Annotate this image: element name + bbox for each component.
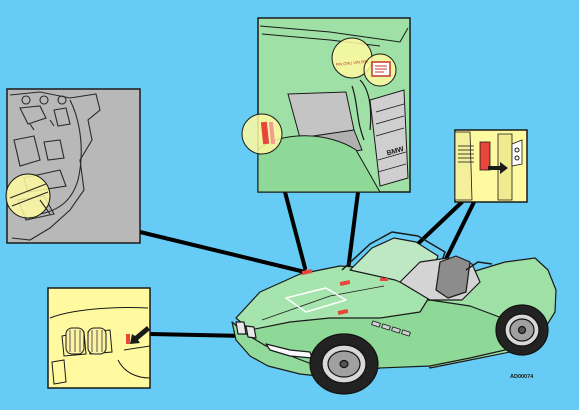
highlight-circle-fender: [241, 113, 283, 155]
engine-brand-badge: BMW: [386, 146, 405, 158]
figure-code: AD00074: [510, 374, 534, 380]
marker-fender: [337, 309, 349, 315]
side-vent: [371, 320, 411, 337]
inset-door-pillar: [454, 129, 528, 203]
engine-intake: [369, 89, 409, 187]
seat: [435, 255, 471, 299]
rear-wheel: [495, 304, 549, 356]
marker-hood-front: [301, 269, 313, 275]
pillar-arrow-icon: [488, 162, 508, 174]
front-wheel: [309, 333, 379, 395]
highlight-circle-engine: [5, 173, 51, 219]
vin-label-text: FIN.GNU.VIN.000: [336, 59, 369, 67]
car-label-markers: [301, 269, 388, 315]
marker-hood-rear: [339, 280, 351, 286]
inset-engine-block: [5, 88, 141, 244]
roadster-car: [231, 231, 557, 395]
callout-line-bay-1: [283, 190, 307, 270]
callout-line-engine-left: [138, 230, 307, 274]
grille-arrow-icon: [130, 326, 150, 344]
callout-line-grille: [148, 332, 248, 338]
inset-front-grille: [47, 287, 151, 389]
hood-crease: [261, 285, 385, 321]
inset-engine-bay: BMW FIN.GNU.VIN.000: [241, 17, 411, 193]
fender-label-marker: [260, 121, 270, 145]
kidney-grille: [235, 321, 257, 339]
marker-windshield: [380, 278, 388, 281]
pillar-label-marker: [479, 141, 491, 171]
grille-label-marker: [126, 334, 130, 344]
hood-label-outline: [285, 287, 347, 313]
roll-bar: [465, 261, 493, 271]
